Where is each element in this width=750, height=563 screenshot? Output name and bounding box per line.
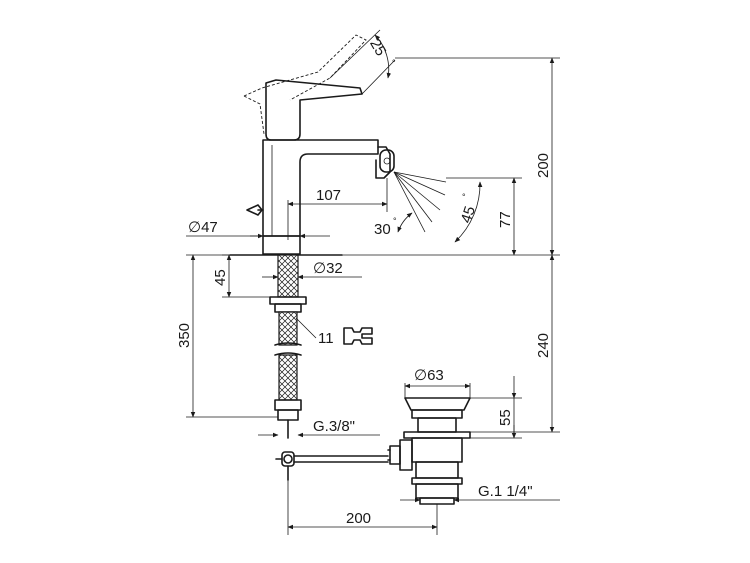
spray-angle-high-unit: °	[462, 192, 466, 202]
pop-up-rod	[275, 451, 389, 481]
spray-angle-low-unit: °	[393, 216, 397, 226]
base-diameter-label: ∅47	[188, 219, 218, 236]
waste-thread-label: G.1 1/4"	[478, 483, 533, 500]
shank-diameter-label: ∅32	[313, 260, 343, 277]
drain-plug	[403, 397, 471, 439]
dim-lever-angle: 25 °	[329, 29, 396, 95]
dim-inlet-thread: G.3/8"	[258, 418, 380, 438]
dim-base-diameter: ∅47	[186, 219, 330, 239]
dim-spout-height: 77	[446, 177, 522, 256]
plug-diameter-label: ∅63	[414, 367, 444, 384]
dim-rod-length: 200	[287, 480, 438, 535]
dim-shank-length: 45	[212, 254, 270, 298]
lever-angle-label: 25	[366, 36, 389, 59]
aerator-nozzle	[375, 146, 395, 179]
dim-spout-reach: 107	[287, 178, 388, 240]
hose-length-label: 350	[176, 323, 193, 348]
dim-plug-diameter: ∅63	[404, 367, 471, 398]
dim-waste-thread: G.1 1/4"	[400, 483, 560, 503]
shank-length-label: 45	[212, 269, 229, 286]
drain-body	[387, 437, 463, 505]
spout-reach-label: 107	[316, 187, 341, 204]
dim-shank-diameter: ∅32	[262, 260, 362, 280]
threaded-shank	[269, 254, 307, 313]
plug-height-label: 55	[497, 409, 514, 426]
spray-angle-high-label: 45	[458, 204, 479, 225]
lever-angle-unit: °	[392, 58, 396, 68]
dim-total-height: 200	[342, 57, 560, 256]
flexible-hose	[274, 311, 302, 401]
total-height-label: 200	[535, 153, 552, 178]
wrench-icon	[343, 327, 373, 345]
dim-wrench-size: 11	[295, 317, 373, 347]
pop-up-knob	[246, 204, 264, 216]
wrench-size-label: 11	[318, 330, 334, 347]
rod-length-label: 200	[346, 510, 371, 527]
spout-height-label: 77	[497, 211, 514, 228]
dim-spray-angles: 30 ° 45 °	[374, 181, 483, 243]
drain-depth-label: 240	[535, 333, 552, 358]
lever-handle	[243, 34, 367, 141]
dim-drain-depth: 240	[462, 254, 560, 433]
inlet-thread-label: G.3/8"	[313, 418, 355, 435]
spray-pattern	[393, 171, 447, 233]
spray-angle-low-label: 30	[374, 221, 391, 238]
dim-hose-length: 350	[176, 254, 278, 418]
faucet-body	[229, 139, 379, 256]
dim-plug-height: 55	[464, 376, 522, 439]
hose-connector	[274, 399, 302, 439]
